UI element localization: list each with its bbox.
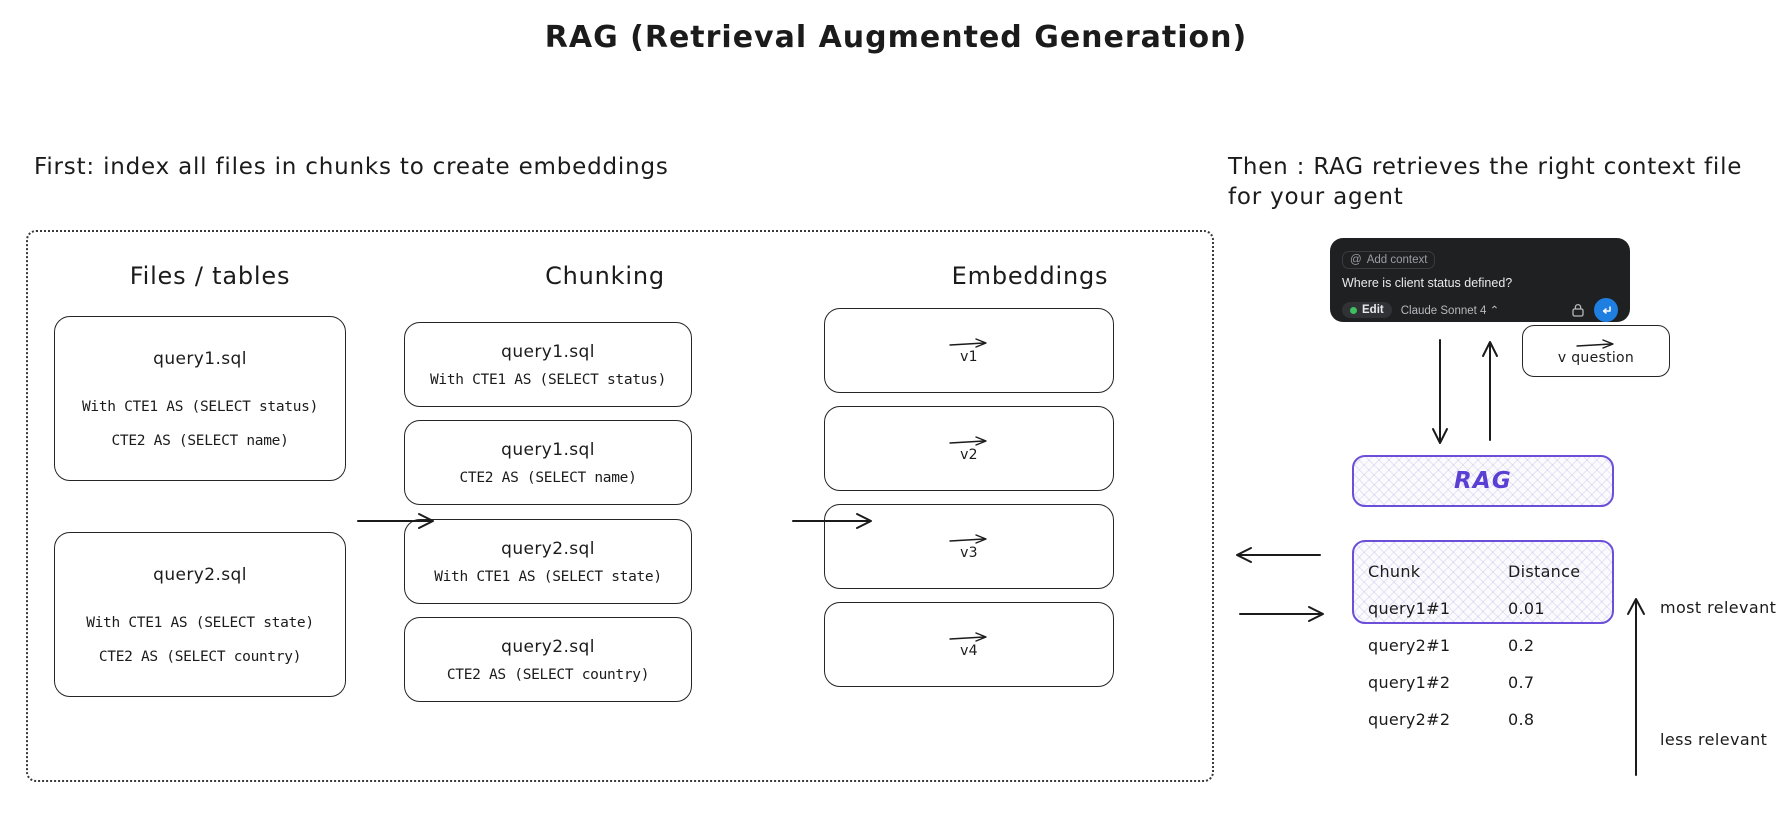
embedding-card: v2: [824, 406, 1114, 491]
chevron-up-icon: ⌃: [1489, 305, 1500, 317]
chunk-card: query1.sql CTE2 AS (SELECT name): [404, 420, 692, 505]
column-title-files: Files / tables: [129, 262, 291, 290]
caption-retrieval: Then : RAG retrieves the right context f…: [1228, 154, 1743, 210]
at-icon: @: [1350, 254, 1362, 266]
rag-label: RAG: [1454, 468, 1512, 494]
chunk-line: With CTE1 AS (SELECT status): [429, 371, 667, 388]
vector-glyph: v1: [948, 337, 990, 364]
chunk-card: query2.sql With CTE1 AS (SELECT state): [404, 519, 692, 604]
composer-query-text[interactable]: Where is client status defined?: [1342, 276, 1513, 290]
enter-arrow-icon: [1602, 305, 1611, 314]
mode-edit-chip[interactable]: Edit: [1342, 302, 1392, 318]
table-row: query1#1 0.01: [1368, 590, 1608, 627]
vector-label: v2: [960, 447, 978, 463]
top-result-highlight-box: [1352, 540, 1614, 624]
vector-arrow-icon: [949, 534, 987, 544]
arrow-results-to-embeddings: [1236, 547, 1321, 563]
vector-arrow-icon: [1576, 338, 1614, 349]
file-card: query2.sql With CTE1 AS (SELECT state) C…: [54, 532, 346, 697]
chunk-line: CTE2 AS (SELECT country): [446, 666, 650, 683]
file-line: CTE2 AS (SELECT country): [98, 648, 302, 665]
vector-glyph: v2: [948, 435, 990, 462]
embedding-card: v4: [824, 602, 1114, 687]
cell-distance: 0.7: [1508, 673, 1535, 692]
vector-arrow-icon: [949, 632, 987, 642]
vector-glyph: v4: [948, 631, 990, 658]
chunk-file-name: query1.sql: [501, 439, 595, 460]
column-title-embeddings: Embeddings: [951, 262, 1109, 290]
model-label: Claude Sonnet 4: [1400, 305, 1487, 317]
column-title-chunking: Chunking: [545, 262, 665, 290]
status-dot-icon: [1350, 306, 1357, 314]
vector-arrow-icon: [949, 338, 987, 348]
question-vector-card: v question: [1522, 325, 1670, 377]
chunk-file-name: query1.sql: [501, 341, 595, 362]
file-name: query2.sql: [153, 564, 247, 585]
cell-chunk: query2#1: [1368, 636, 1451, 655]
indexing-container: [26, 230, 1214, 782]
header-chunk: Chunk: [1368, 562, 1421, 581]
cell-chunk: query1#1: [1368, 599, 1451, 618]
chunk-line: With CTE1 AS (SELECT state): [434, 568, 662, 585]
composer-toolbar: Edit Claude Sonnet 4 ⌃: [1342, 298, 1618, 322]
vector-glyph: v3: [948, 533, 990, 560]
relevance-scale-arrow: [1627, 598, 1645, 776]
relevance-label-most: most relevant: [1660, 598, 1777, 617]
lock-icon[interactable]: [1571, 303, 1585, 318]
chunk-card: query1.sql With CTE1 AS (SELECT status): [404, 322, 692, 407]
vector-arrow-icon: [949, 436, 987, 446]
caption-indexing: First: index all files in chunks to crea…: [34, 154, 669, 180]
vector-glyph: v question: [1558, 338, 1634, 365]
add-context-label: Add context: [1366, 254, 1428, 266]
chunk-file-name: query2.sql: [501, 538, 595, 559]
distance-table: Chunk Distance query1#1 0.01 query2#1 0.…: [1368, 553, 1608, 738]
question-vector-label: v question: [1557, 349, 1635, 366]
arrow-composer-to-rag: [1432, 339, 1448, 444]
embedding-card: v3: [824, 504, 1114, 589]
chunk-card: query2.sql CTE2 AS (SELECT country): [404, 617, 692, 702]
cell-distance: 0.2: [1508, 636, 1535, 655]
header-distance: Distance: [1508, 562, 1581, 581]
file-name: query1.sql: [153, 348, 247, 369]
send-button[interactable]: [1594, 298, 1618, 322]
file-line: CTE2 AS (SELECT name): [111, 432, 289, 449]
vector-label: v1: [960, 349, 978, 365]
cell-chunk: query1#2: [1368, 673, 1451, 692]
chunk-file-name: query2.sql: [501, 636, 595, 657]
embedding-card: v1: [824, 308, 1114, 393]
arrow-embeddings-to-results: [1239, 606, 1324, 622]
rag-box: RAG: [1352, 455, 1614, 507]
add-context-button[interactable]: @ Add context: [1342, 251, 1436, 269]
page-title: RAG (Retrieval Augmented Generation): [544, 20, 1248, 55]
vector-label: v3: [960, 545, 978, 561]
file-line: With CTE1 AS (SELECT state): [86, 614, 314, 631]
table-row: query2#2 0.8: [1368, 701, 1608, 738]
composer-actions: [1571, 298, 1618, 322]
cell-chunk: query2#2: [1368, 710, 1451, 729]
chat-composer[interactable]: @ Add context Where is client status def…: [1330, 238, 1630, 322]
table-row: query1#2 0.7: [1368, 664, 1608, 701]
cell-distance: 0.8: [1508, 710, 1535, 729]
vector-label: v4: [960, 643, 978, 659]
table-row: query2#1 0.2: [1368, 627, 1608, 664]
cell-distance: 0.01: [1508, 599, 1545, 618]
file-line: With CTE1 AS (SELECT status): [81, 398, 319, 415]
table-header-row: Chunk Distance: [1368, 553, 1608, 590]
file-card: query1.sql With CTE1 AS (SELECT status) …: [54, 316, 346, 481]
model-selector[interactable]: Claude Sonnet 4 ⌃: [1401, 303, 1500, 317]
arrow-rag-to-composer: [1482, 341, 1498, 441]
edit-label: Edit: [1362, 304, 1384, 316]
relevance-label-less: less relevant: [1660, 730, 1768, 749]
chunk-line: CTE2 AS (SELECT name): [459, 469, 637, 486]
